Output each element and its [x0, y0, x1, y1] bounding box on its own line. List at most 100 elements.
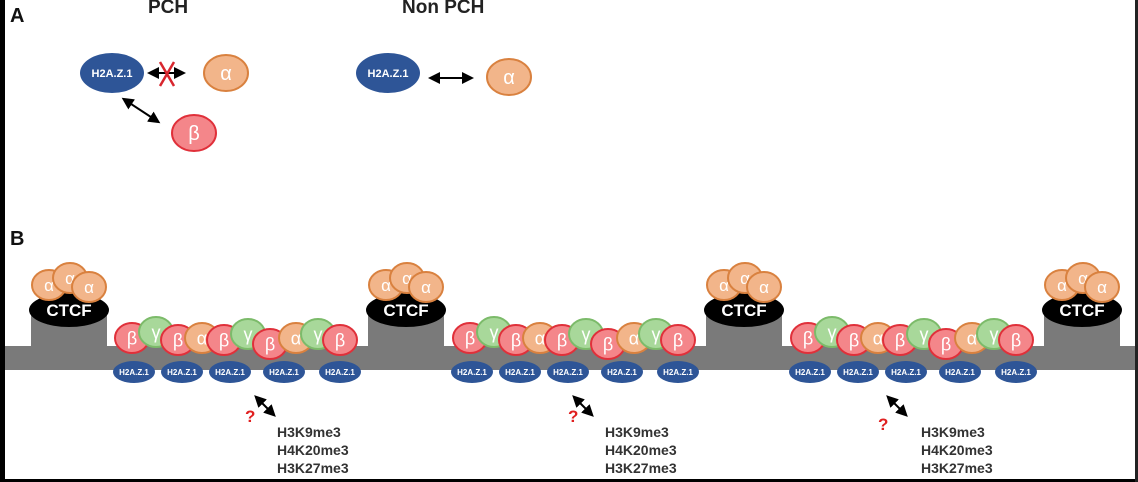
- h2az-nucleosome-label: H2A.Z.1: [457, 368, 487, 377]
- h2az-nucleosome-label: H2A.Z.1: [795, 368, 825, 377]
- pch-title: PCH: [148, 0, 189, 18]
- left-border: [0, 0, 5, 482]
- h2az-nucleosome-shape: [451, 361, 493, 383]
- hp1-gamma-label: γ: [582, 324, 591, 344]
- h2az-nucleosome: H2A.Z.1: [837, 361, 879, 383]
- hp1-alpha-label: α: [759, 278, 769, 297]
- h2az-nucleosome-shape: [789, 361, 831, 383]
- hp1-beta-label: β: [335, 330, 345, 350]
- hp1-beta-label: β: [603, 334, 613, 354]
- hp1-alpha-label: α: [402, 269, 412, 288]
- non-pch-title: Non PCH: [402, 0, 485, 18]
- h2az-nucleosome-shape: [657, 361, 699, 383]
- h2az-nucleosome-shape: [837, 361, 879, 383]
- hp1-alpha-label: α: [740, 269, 750, 288]
- question-mark: ?: [878, 415, 889, 434]
- histone-mark: H4K20me3: [921, 442, 993, 458]
- h2az-nucleosome-label: H2A.Z.1: [607, 368, 637, 377]
- histone-mark: H3K27me3: [921, 460, 993, 476]
- ctcf-oval-label: CTCF: [383, 301, 428, 320]
- hp1-alpha-label: α: [535, 328, 545, 348]
- marks-arrow: [886, 395, 908, 417]
- ctcf-oval-label: CTCF: [1059, 301, 1104, 320]
- pch-h2az-oval: H2A.Z.1: [80, 53, 144, 93]
- hp1-alpha: α: [408, 271, 444, 303]
- h2az-nucleosome: H2A.Z.1: [547, 361, 589, 383]
- hp1-alpha-label: α: [220, 63, 232, 85]
- h2az-nucleosome-shape: [113, 361, 155, 383]
- hp1-beta-label: β: [265, 334, 275, 354]
- hp1-beta: β: [998, 324, 1034, 356]
- hp1-gamma-label: γ: [314, 324, 323, 344]
- hp1-alpha-label: α: [1057, 276, 1067, 295]
- hp1-beta-label: β: [1011, 330, 1021, 350]
- h2az-nucleosome: H2A.Z.1: [113, 361, 155, 383]
- nonpch-h2az-oval-shape: [356, 53, 420, 93]
- pch-beta-arrow: [121, 97, 161, 124]
- hp1-alpha-shape: [71, 271, 107, 303]
- h2az-nucleosome: H2A.Z.1: [209, 361, 251, 383]
- hp1-beta-shape: [322, 324, 358, 356]
- hp1-beta-label: β: [127, 328, 137, 348]
- histone-mark: H4K20me3: [605, 442, 677, 458]
- hp1-beta-shape: [171, 114, 217, 152]
- h2az-nucleosome: H2A.Z.1: [451, 361, 493, 383]
- hp1-alpha-label: α: [44, 276, 54, 295]
- h2az-nucleosome: H2A.Z.1: [319, 361, 361, 383]
- h2az-nucleosome-shape: [547, 361, 589, 383]
- hp1-alpha: α: [203, 54, 249, 92]
- hp1-alpha-label: α: [1097, 278, 1107, 297]
- ctcf-oval-label: CTCF: [721, 301, 766, 320]
- h2az-nucleosome-label: H2A.Z.1: [325, 368, 355, 377]
- hp1-alpha-label: α: [421, 278, 431, 297]
- h2az-nucleosome-shape: [885, 361, 927, 383]
- histone-mark: H4K20me3: [277, 442, 349, 458]
- h2az-nucleosome-shape: [939, 361, 981, 383]
- right-border: [1135, 0, 1138, 482]
- hp1-beta-label: β: [188, 123, 200, 145]
- hp1-beta-shape: [998, 324, 1034, 356]
- histone-mark: H3K27me3: [277, 460, 349, 476]
- histone-mark: H3K9me3: [605, 424, 669, 440]
- h2az-nucleosome-label: H2A.Z.1: [553, 368, 583, 377]
- h2az-nucleosome-shape: [995, 361, 1037, 383]
- h2az-nucleosome: H2A.Z.1: [789, 361, 831, 383]
- hp1-alpha-label: α: [65, 269, 75, 288]
- h2az-nucleosome: H2A.Z.1: [995, 361, 1037, 383]
- hp1-alpha-label: α: [719, 276, 729, 295]
- cross-icon-b: [158, 61, 176, 87]
- histone-mark: H3K9me3: [921, 424, 985, 440]
- hp1-beta-label: β: [173, 330, 183, 350]
- hp1-gamma-label: γ: [152, 322, 161, 342]
- hp1-alpha-label: α: [873, 328, 883, 348]
- hp1-alpha-label: α: [291, 328, 301, 348]
- hp1-beta-label: β: [465, 328, 475, 348]
- pch-h2az-oval-shape: [80, 53, 144, 93]
- nonpch-h2az-oval: H2A.Z.1: [356, 53, 420, 93]
- hp1-alpha: α: [746, 271, 782, 303]
- hp1-gamma-label: γ: [490, 322, 499, 342]
- hp1-beta-label: β: [511, 330, 521, 350]
- hp1-beta-label: β: [849, 330, 859, 350]
- h2az-nucleosome-label: H2A.Z.1: [843, 368, 873, 377]
- hp1-alpha-label: α: [1078, 269, 1088, 288]
- bottom-border: [0, 479, 1138, 482]
- h2az-nucleosome-shape: [161, 361, 203, 383]
- hp1-beta-label: β: [803, 328, 813, 348]
- h2az-nucleosome-label: H2A.Z.1: [891, 368, 921, 377]
- h2az-nucleosome: H2A.Z.1: [161, 361, 203, 383]
- hp1-alpha-shape: [486, 58, 532, 96]
- nonpch-h2az-oval-label: H2A.Z.1: [368, 68, 409, 80]
- h2az-nucleosome-shape: [319, 361, 361, 383]
- h2az-nucleosome-label: H2A.Z.1: [1001, 368, 1031, 377]
- marks-arrow: [572, 395, 594, 417]
